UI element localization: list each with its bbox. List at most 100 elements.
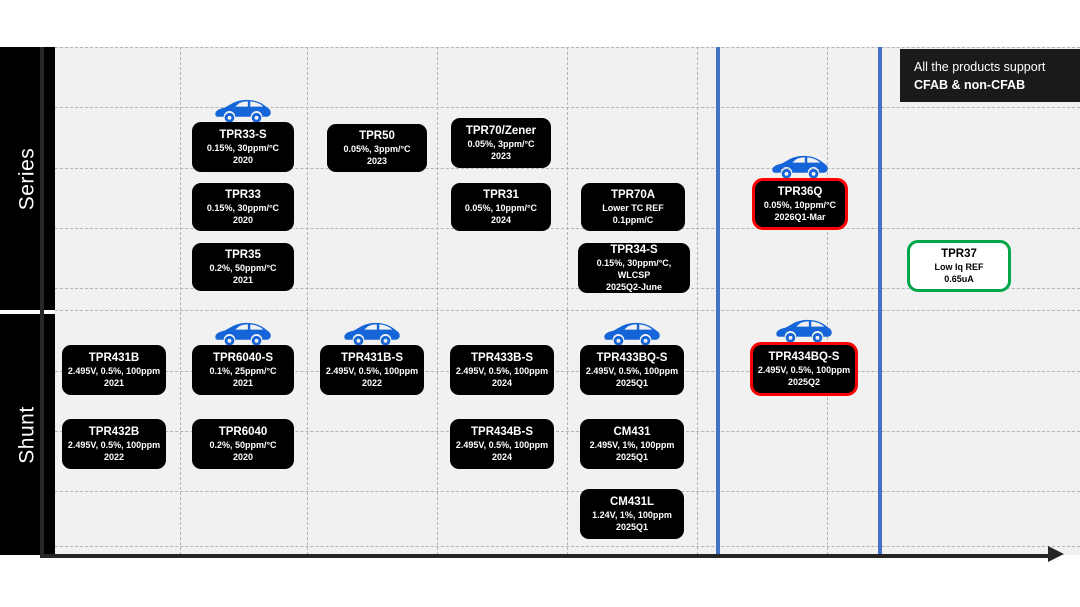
grid-vline-1 [307,47,308,555]
product-card-title: TPR6040-S [212,351,274,364]
grid-hline-8 [55,491,1080,492]
product-card-title: TPR433B-S [471,351,533,364]
product-card-title: TPR33 [225,188,261,201]
product-card-date: 2024 [490,215,512,226]
product-card-date: 2022 [361,378,383,389]
product-card-title: CM431L [609,495,655,508]
grid-hline-7 [55,431,1080,432]
product-card-specs: Lower TC REF [602,203,664,214]
product-card-date: 2023 [366,156,388,167]
grid-hline-4 [55,288,1080,289]
product-card-specs: 2.495V, 0.5%, 100ppm [585,366,679,377]
grid-hline-1 [55,107,1080,108]
product-card-specs: 1.24V, 1%, 100ppm [592,510,672,521]
car-icon [343,321,401,347]
grid-hline-3 [55,228,1080,229]
grid-vline-4 [697,47,698,555]
product-card-date: 2020 [232,215,254,226]
product-card-specs: 2.495V, 0.5%, 100ppm [455,366,549,377]
product-card-specs: 0.05%, 10ppm/°C [464,203,538,214]
product-card-date: 2025Q1 [615,452,649,463]
product-card-specs: 0.15%, 30ppm/°C [206,143,280,154]
product-card-title: TPR431B [88,351,140,364]
product-card-title: TPR6040 [218,425,268,438]
product-card-specs: 2.495V, 0.5%, 100ppm [325,366,419,377]
product-card-date: 2022 [103,452,125,463]
product-card-date: 0.65uA [944,274,974,285]
product-card-title: TPR31 [483,188,519,201]
product-card-date: 2026Q1-Mar [774,212,826,223]
product-card-title: TPR50 [359,129,395,142]
product-card-title: TPR33-S [219,128,267,141]
product-card-title: TPR35 [225,248,261,261]
row-label-shunt: Shunt [15,405,39,464]
car-icon [603,321,661,347]
product-card-title: TPR434BQ-S [768,350,840,363]
grid-vline-0 [180,47,181,555]
milestone-2 [878,47,882,556]
banner-line-2: CFAB & non-CFAB [914,78,1026,93]
car-icon [214,321,272,347]
milestone-1 [716,47,720,556]
grid-vline-5 [827,47,828,555]
product-card-title: TPR70/Zener [465,124,537,137]
product-card-date: 0.1ppm/C [612,215,654,226]
product-card-specs: 2.495V, 0.5%, 100ppm [757,365,851,376]
product-card-title: TPR34-S [610,243,658,256]
car-icon [775,318,833,344]
product-card-title: TPR434B-S [471,425,533,438]
banner-line-1: All the products support [914,60,1046,74]
product-card-date: 2021 [232,275,254,286]
axis-shaft [40,554,1052,558]
grid-hline-5 [55,310,1080,311]
product-card-date: 2020 [232,452,254,463]
product-card-date: 2024 [491,452,513,463]
product-card-date: 2025Q2-June [605,282,663,293]
product-card-title: CM431 [613,425,651,438]
product-card-specs: 2.495V, 0.5%, 100ppm [67,366,161,377]
grid-vline-2 [437,47,438,555]
product-card-title: TPR36Q [777,185,823,198]
product-card-title: TPR431B-S [341,351,403,364]
product-card-date: 2021 [103,378,125,389]
product-card-title: TPR37 [941,247,977,260]
product-card-date: 2020 [232,155,254,166]
product-card-date: 2025Q2 [787,377,821,388]
product-card-date: 2025Q1 [615,378,649,389]
car-icon [771,154,829,180]
gridlines [55,47,1080,555]
product-card-specs: 0.05%, 10ppm/°C [763,200,837,211]
product-card-specs: 0.05%, 3ppm/°C [343,144,411,155]
row-label-series: Series [15,147,39,210]
row-band-shunt: Shunt [0,314,55,555]
product-card-title: TPR70A [610,188,656,201]
product-card-specs: 2.495V, 0.5%, 100ppm [455,440,549,451]
product-card-specs: 0.15%, 30ppm/°C, WLCSP [596,257,672,281]
product-card-title: TPR433BQ-S [596,351,668,364]
timeline-axis [40,546,1064,562]
product-card-title: TPR432B [88,425,140,438]
grid-hline-2 [55,168,1080,169]
product-card-specs: 2.495V, 0.5%, 100ppm [67,440,161,451]
